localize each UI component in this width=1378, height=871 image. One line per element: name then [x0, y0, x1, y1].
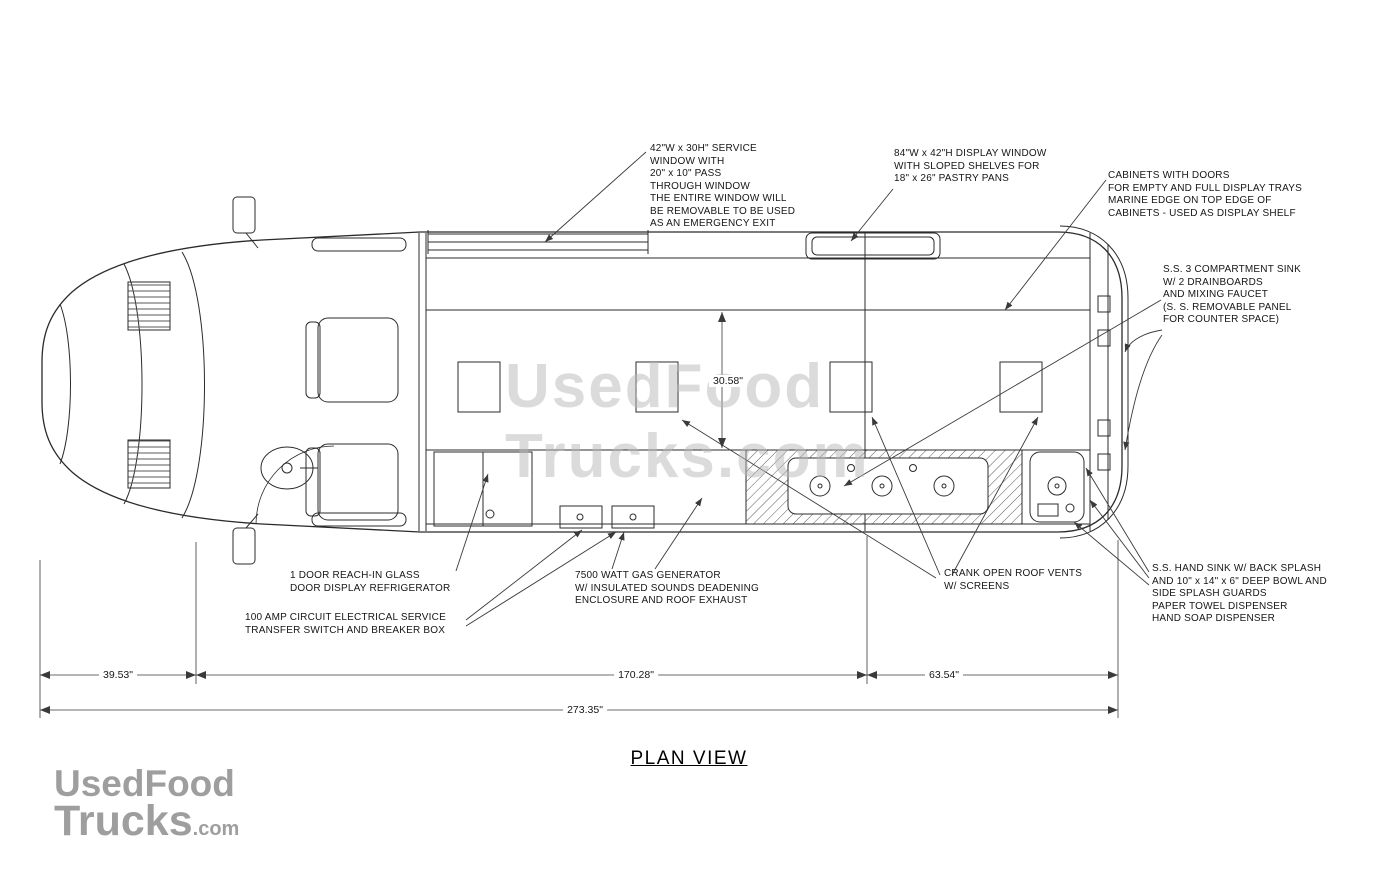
leader-electrical: [465, 529, 583, 621]
dim-interior-depth: 30.58": [708, 375, 748, 387]
leader-refrigerator: [455, 473, 489, 572]
leader-hand-sink: [1085, 467, 1150, 573]
generator-boxes: [559, 505, 655, 529]
leader-roof-vents: [951, 416, 1039, 576]
dim-middle-section: 170.28": [614, 669, 658, 681]
roof-vents: [457, 361, 1043, 413]
leader-removable-panel: [1124, 329, 1163, 353]
leader-roof-vents: [871, 416, 941, 576]
callout-display-window: 84"W x 42"H DISPLAY WINDOW WITH SLOPED S…: [894, 148, 1047, 184]
leader-cabinets: [1004, 179, 1107, 311]
leader-hand-sink: [1089, 499, 1150, 579]
van-outline: [41, 225, 1129, 539]
body-interior: [426, 230, 1111, 531]
leader-removable-panel: [1123, 334, 1163, 451]
service-window: [427, 230, 649, 254]
callout-refrigerator: 1 DOOR REACH-IN GLASS DOOR DISPLAY REFRI…: [290, 570, 451, 594]
display-window: [805, 232, 941, 260]
logo-suffix: .com: [192, 818, 240, 841]
leader-lines: [455, 151, 1163, 627]
leader-display-window: [850, 188, 894, 242]
dim-overall-length: 273.35": [563, 704, 607, 716]
cab-detail: [59, 196, 407, 565]
three-compartment-sink: [745, 449, 1023, 525]
callout-service-window: 42"W x 30H" SERVICE WINDOW WITH 20" x 10…: [650, 143, 796, 229]
leader-generator: [654, 497, 703, 570]
leader-generator: [611, 531, 625, 570]
callout-hand-sink: S.S. HAND SINK W/ BACK SPLASH AND 10" x …: [1152, 563, 1327, 624]
dim-front-section: 39.53": [98, 669, 138, 681]
leader-hand-sink: [1073, 521, 1150, 586]
logo-line1: UsedFood: [54, 763, 235, 804]
dim-rear-section: 63.54": [924, 669, 964, 681]
callout-cabinets: CABINETS WITH DOORS FOR EMPTY AND FULL D…: [1108, 170, 1303, 219]
drawing-title: PLAN VIEW: [630, 748, 748, 769]
leader-roof-vents: [681, 419, 937, 579]
leader-service-window: [544, 151, 647, 243]
door-swing-arc: [255, 445, 335, 525]
callout-generator: 7500 WATT GAS GENERATOR W/ INSULATED SOU…: [575, 570, 759, 606]
usedfoodtrucks-logo: UsedFood Trucks.com: [54, 763, 240, 846]
logo-line2: Trucks: [54, 797, 193, 846]
callout-electrical: 100 AMP CIRCUIT ELECTRICAL SERVICE TRANS…: [245, 612, 446, 636]
callout-roof-vents: CRANK OPEN ROOF VENTS W/ SCREENS: [944, 568, 1083, 592]
grille: [59, 303, 71, 465]
cowl-vent: [127, 439, 171, 489]
hand-sink: [1029, 451, 1085, 523]
windshield: [181, 251, 205, 519]
cowl-vent: [127, 281, 171, 331]
side-mirror: [232, 527, 256, 565]
dimension-lines: [39, 312, 1119, 718]
callout-three-comp-sink: S.S. 3 COMPARTMENT SINK W/ 2 DRAINBOARDS…: [1163, 264, 1301, 325]
leader-electrical: [465, 531, 617, 627]
rear-doors: [1089, 233, 1111, 531]
passenger-seat: [317, 317, 399, 403]
driver-seat: [317, 443, 399, 521]
side-mirror: [232, 196, 256, 234]
leader-sink: [843, 299, 1162, 487]
